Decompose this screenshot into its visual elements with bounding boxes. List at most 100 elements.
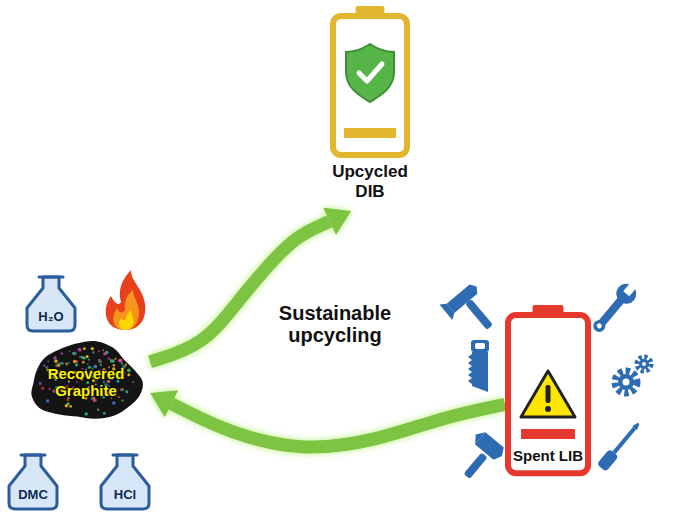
flask-outline	[27, 277, 75, 331]
graphite-speck	[41, 387, 44, 390]
battery-outline	[333, 16, 407, 155]
graphite-speck	[127, 373, 130, 376]
graphite-speck	[65, 404, 69, 408]
graphite-speck	[82, 361, 85, 364]
graphite-speck	[68, 362, 70, 364]
graphite-heap	[31, 341, 143, 419]
shield-icon	[346, 44, 394, 102]
charge-bar	[521, 429, 575, 439]
graphite-speck	[47, 360, 49, 362]
graphite-speck	[79, 356, 81, 358]
flask-box: HCl	[98, 452, 152, 511]
flame-icon-part	[113, 290, 139, 330]
graphite-speck	[86, 355, 89, 358]
graphite-speck	[46, 399, 49, 402]
graphite-speck	[69, 405, 72, 408]
graphite-speck	[69, 350, 71, 352]
graphite-speck	[103, 412, 106, 415]
battery-box: Spent LIB	[505, 305, 591, 476]
center-label: Sustainable upcycling	[262, 302, 408, 346]
flask-box-shape	[24, 274, 78, 333]
gears-icon	[615, 357, 651, 393]
graphite-speck	[108, 357, 111, 360]
node-text: Upcycled DIB	[322, 162, 418, 201]
flask-lip	[113, 454, 137, 457]
gears-icon-part	[637, 357, 651, 371]
node-text: DMC	[8, 488, 58, 503]
flame-icon-part	[106, 270, 146, 330]
gears-icon-part	[615, 371, 637, 393]
wrench-icon-part	[591, 317, 608, 334]
graphite-speck	[125, 390, 128, 393]
wrench-icon	[588, 277, 643, 337]
warning-triangle	[521, 371, 575, 417]
hammer-icon-part	[465, 299, 493, 330]
hammer-icon-part	[447, 282, 481, 313]
graphite-speck	[132, 381, 134, 383]
hammer-icon-part	[439, 301, 456, 320]
graphite-speck	[83, 347, 86, 350]
gears-icon-part	[642, 362, 646, 366]
flask-outline	[9, 455, 57, 509]
graphite-speck	[91, 347, 94, 350]
node-text: Recovered Graphite	[34, 365, 138, 400]
battery-box: Upcycled DIB	[318, 4, 422, 211]
check-mark	[359, 64, 382, 81]
graphite-speck	[81, 356, 84, 359]
graphite-speck	[87, 363, 89, 365]
warning-mark	[546, 385, 551, 403]
graphite-speck	[118, 359, 122, 363]
flask-lip	[39, 276, 63, 279]
wrench-icon-part	[623, 280, 638, 296]
gears-icon-part	[618, 374, 634, 390]
flame-icon-part	[119, 310, 134, 330]
graphite-speck	[43, 364, 45, 366]
graphite-speck	[85, 412, 88, 415]
graphite-speck	[60, 352, 63, 355]
flame-icon	[106, 270, 146, 330]
graphite-speck	[120, 388, 123, 391]
node-text: H₂O	[26, 310, 76, 325]
saw-icon-part	[471, 340, 489, 352]
graphite-speck	[92, 351, 95, 354]
hammer-icon	[439, 279, 502, 343]
graphite-speck	[72, 352, 75, 355]
gears-icon-part	[639, 359, 649, 369]
graphite-speck	[78, 348, 81, 351]
graphite-speck	[88, 359, 90, 361]
graphite-speck	[91, 347, 94, 350]
graphite-speck	[127, 368, 131, 372]
graphite-speck	[119, 359, 123, 363]
graphite-speck	[75, 360, 78, 363]
trowel-icon-part	[471, 428, 486, 444]
saw-icon-part	[472, 352, 488, 392]
saw-icon-part	[475, 343, 485, 349]
graphite-speck	[121, 362, 123, 364]
graphite-speck	[53, 356, 57, 360]
flask-lip	[21, 454, 45, 457]
saw-icon	[468, 340, 489, 392]
graphite-speck	[49, 388, 51, 390]
screwdriver-icon-part	[632, 422, 640, 430]
flask-box-shape	[6, 452, 60, 511]
graphite-speck	[97, 408, 99, 410]
graphite-speck	[72, 352, 74, 354]
flask-box: H₂O	[24, 274, 78, 333]
graphite-speck	[114, 358, 116, 360]
flask-box: DMC	[6, 452, 60, 511]
node-text: HCl	[100, 488, 150, 503]
graphite-speck	[98, 350, 100, 352]
trowel-icon	[451, 428, 507, 485]
graphite-speck	[98, 359, 101, 362]
screwdriver-icon	[597, 420, 643, 472]
graphite-speck	[97, 409, 99, 411]
graphite-speck	[112, 401, 116, 405]
wrench-icon-part	[596, 322, 603, 329]
graphite-speck	[121, 399, 123, 401]
flask-outline	[101, 455, 149, 509]
graphite-speck	[59, 362, 62, 365]
graphite-speck	[102, 349, 104, 351]
charge-bar	[344, 128, 396, 138]
graphite-blob: Recovered Graphite	[22, 336, 150, 428]
